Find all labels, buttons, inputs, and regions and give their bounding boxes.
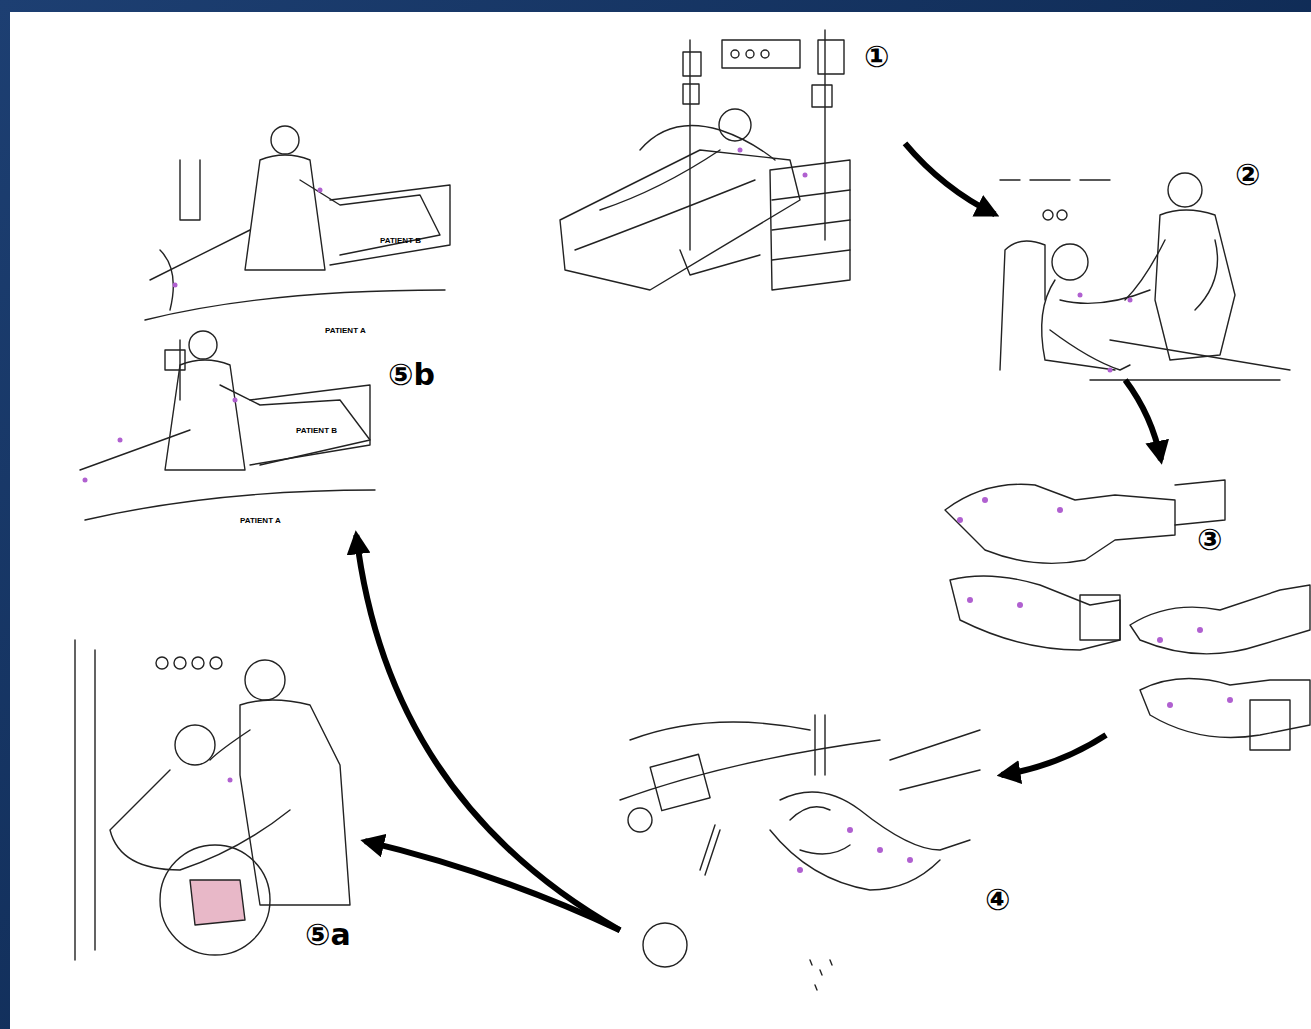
callout-number: ③ xyxy=(1197,525,1222,555)
callout-number: ④ xyxy=(985,885,1010,915)
nurse-patient-scene xyxy=(1000,173,1290,380)
illustration-panel: ⑤b xyxy=(75,150,450,535)
flow-arrow xyxy=(1001,735,1106,775)
patient-label: PATIENT B xyxy=(296,426,337,435)
illustration-panel: ① xyxy=(560,30,905,300)
callout-number: ⑤a xyxy=(305,920,351,950)
hands-scene xyxy=(945,480,1310,750)
icu-bed-scene xyxy=(560,30,850,290)
flow-arrow xyxy=(905,143,995,214)
handwashing-scene xyxy=(620,715,980,990)
patient-label: PATIENT B xyxy=(380,236,421,245)
callout-number: ② xyxy=(1235,160,1260,190)
flow-arrow xyxy=(365,841,620,930)
illustration-panel: ④ xyxy=(620,775,1030,1000)
patient-label: PATIENT A xyxy=(325,326,366,335)
germ-dots xyxy=(83,148,1234,874)
callout-number: ① xyxy=(864,42,889,72)
illustration-panel: ② xyxy=(995,150,1291,380)
callout-number: ⑤b xyxy=(388,360,435,390)
flow-arrow xyxy=(356,535,620,930)
white-sheet xyxy=(10,12,1311,1029)
illustration-panel: ⑤a xyxy=(60,630,365,960)
doctor-patient-scene xyxy=(75,640,350,960)
flow-arrow xyxy=(1125,380,1161,460)
two-patient-scene xyxy=(80,126,450,520)
illustration-panel: ③ xyxy=(945,460,1311,735)
patient-label: PATIENT A xyxy=(240,516,281,525)
